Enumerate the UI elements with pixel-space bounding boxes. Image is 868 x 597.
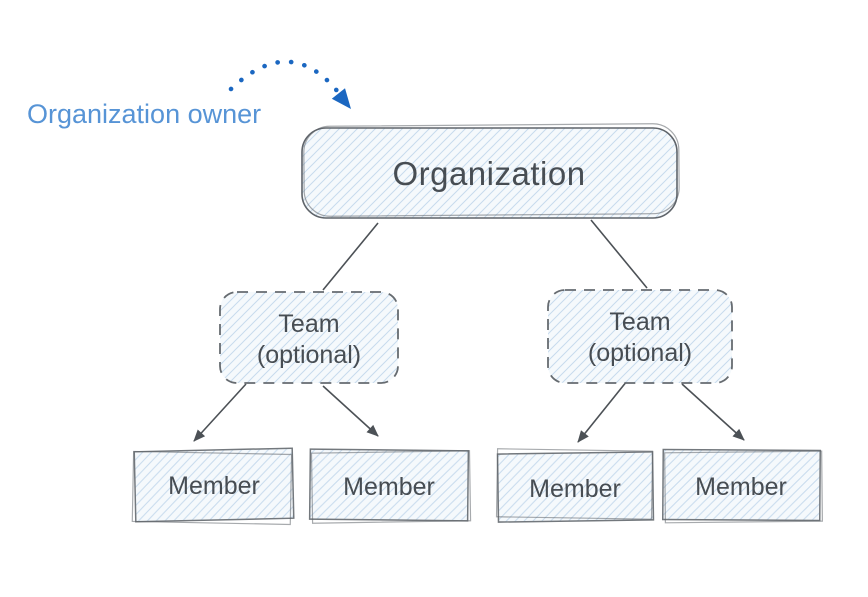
edge-team-left-member-1: [193, 383, 247, 442]
team-right-label-line2: (optional): [588, 339, 692, 367]
node-team-left: Team (optional): [219, 291, 399, 384]
node-organization: Organization: [301, 123, 680, 219]
arrowhead-icon: [331, 88, 351, 109]
organization-label: Organization: [392, 155, 585, 192]
organization-owner-label: Organization owner: [27, 99, 261, 129]
node-member-2: Member: [308, 448, 472, 524]
node-member-4: Member: [662, 448, 823, 524]
node-member-3: Member: [495, 448, 655, 523]
edge-team-right-member-3: [577, 380, 628, 443]
member-4-label: Member: [695, 473, 787, 501]
member-1-label: Member: [168, 472, 260, 500]
node-member-1: Member: [131, 447, 295, 526]
edge-organization-team-right: [590, 219, 648, 289]
dotted-arc-icon: [228, 59, 341, 95]
edge-team-left-member-2: [322, 385, 379, 437]
edge-team-right-member-4: [681, 383, 745, 441]
owner-dotted-arrow: [228, 59, 351, 109]
edge-organization-team-left: [322, 222, 379, 291]
member-2-label: Member: [343, 473, 435, 501]
node-team-right: Team (optional): [547, 289, 733, 384]
team-right-label-line1: Team: [609, 308, 670, 336]
member-3-label: Member: [529, 475, 621, 503]
team-left-label-line2: (optional): [257, 341, 361, 369]
team-left-label-line1: Team: [278, 310, 339, 338]
